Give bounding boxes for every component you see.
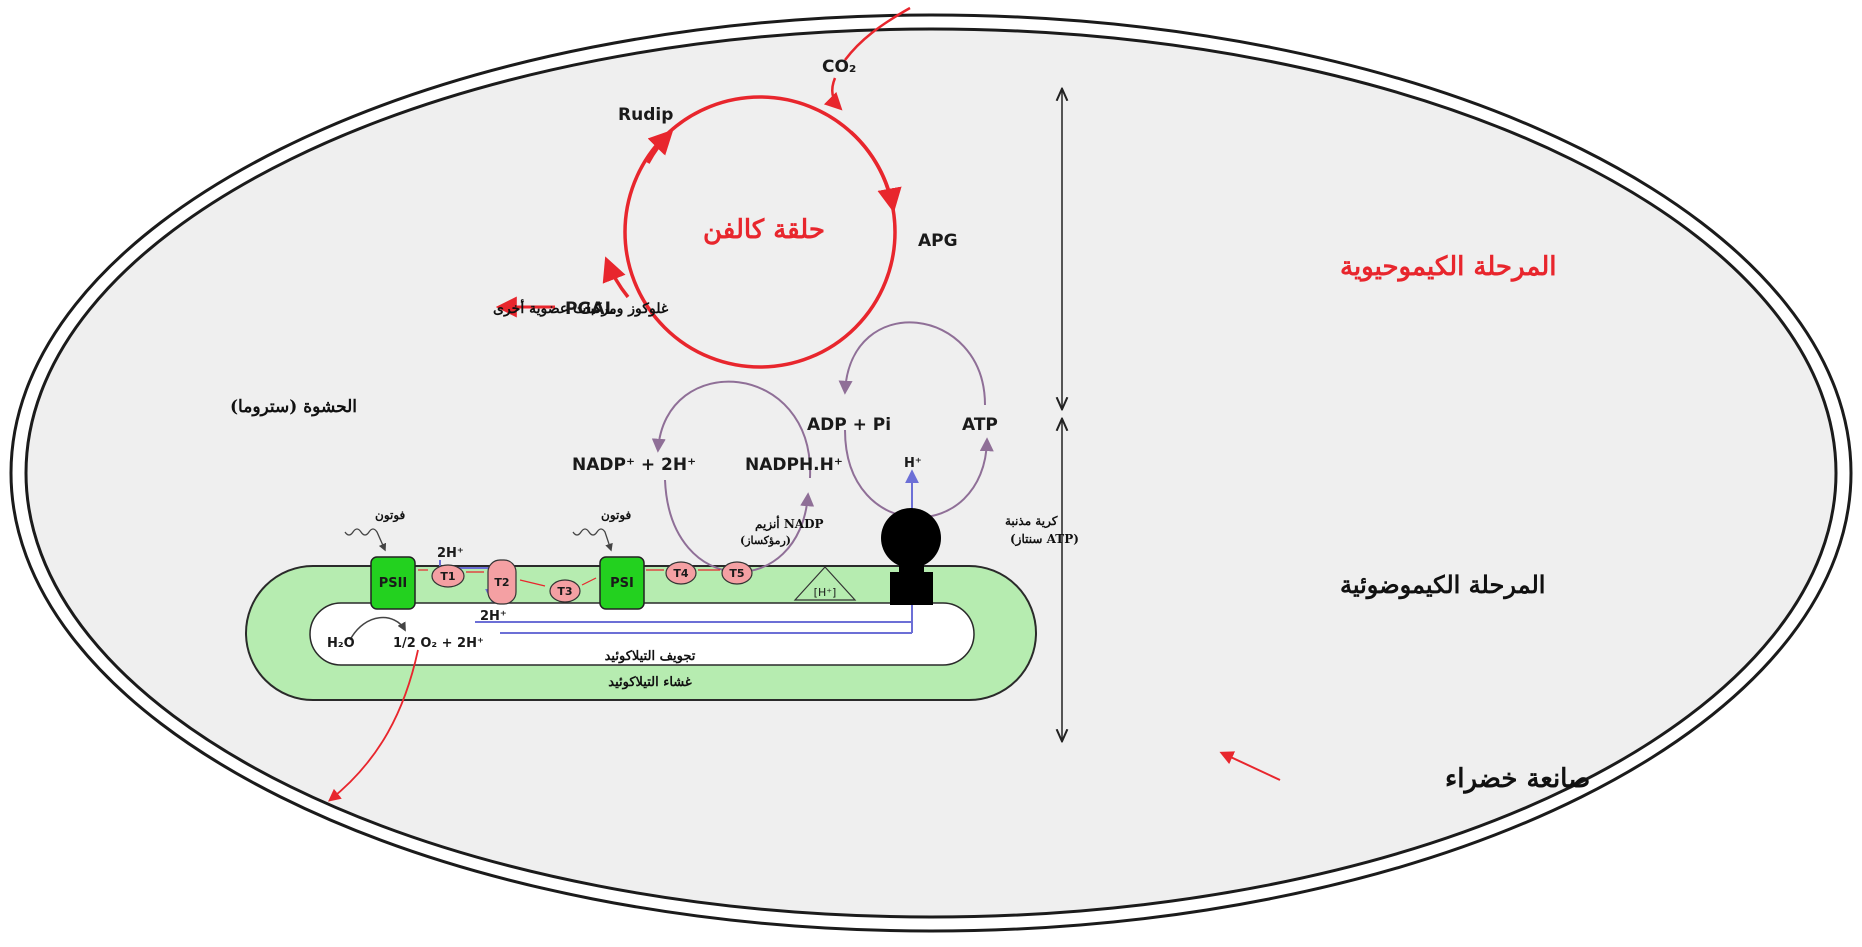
photon-label-psii: فوتون (375, 508, 406, 523)
calvin-arrow-from-pgal (602, 256, 630, 299)
atp-synthase-head (881, 508, 941, 568)
nadph-to-nadp-arc (651, 380, 812, 479)
chloroplast-label: صانعة خضراء (1445, 764, 1590, 794)
calvin-cycle-title: حلقة كالفن (703, 215, 825, 245)
calvin-arrow-to-rudip (646, 129, 674, 164)
o2-label: 1/2 O₂ + 2H⁺ (393, 636, 484, 651)
chloroplast-pointer (1219, 751, 1281, 781)
photochemical-phase-label: المرحلة الكيموضوئية (1340, 570, 1545, 600)
carrier-t2 (487, 559, 517, 605)
biochemical-phase-label: المرحلة الكيموحيوية (1340, 252, 1557, 282)
h2o-label: H₂O (327, 636, 355, 651)
h2plus-bottom-label: 2H⁺ (480, 609, 507, 624)
atp-synthase-base (890, 572, 933, 605)
photon-arrow-psi (572, 528, 613, 552)
co2-entry-line (844, 6, 911, 61)
adp-pi-label: ADP + Pi (807, 415, 891, 435)
nadp-enzyme-name: (رمؤكساز) (740, 534, 791, 547)
carrier-t4 (665, 561, 697, 585)
nadp-enzyme-label: NADP أنزيم (755, 516, 824, 532)
calvin-arrow-to-apg (849, 130, 902, 213)
atp-to-adp-arc (838, 321, 986, 406)
oxygen-release-arrow (328, 649, 419, 802)
nadp-plus-label: NADP⁺ + 2H⁺ (572, 455, 696, 475)
psi-label: PSI (610, 576, 634, 591)
psii-complex (370, 556, 416, 610)
electron-flow-dashes (418, 569, 720, 587)
atp-synthase-label-line2: (ATP سنتاز) (1010, 532, 1079, 547)
lumen-label: تجويف التيلاكوئيد (605, 649, 696, 664)
membrane-label: غشاء التيلاكوئيد (608, 675, 692, 690)
h-plus-label: H⁺ (904, 456, 922, 471)
pgal-products-label: غلوكوز ومركبات عضوية أخرى (493, 298, 669, 317)
t2-label: T2 (494, 576, 509, 589)
atp-label: ATP (962, 415, 998, 435)
photon-arrow-psii (344, 528, 387, 552)
t4-label: T4 (673, 567, 689, 580)
psii-label: PSII (379, 576, 408, 591)
stroma-label: الحشوة (ستروما) (230, 397, 357, 417)
carrier-t1 (431, 564, 465, 588)
t5-label: T5 (729, 567, 744, 580)
atp-synthase-label-line1: كرية مذنبة (1005, 514, 1058, 529)
carrier-t3 (549, 579, 581, 603)
h-triangle-label: [H⁺] (814, 586, 837, 599)
h2plus-top-label: 2H⁺ (437, 546, 464, 561)
pgal-label: PGAL (565, 299, 616, 319)
t1-label: T1 (440, 570, 455, 583)
photon-label-psi: فوتون (601, 508, 632, 523)
co2-label: CO₂ (822, 57, 856, 77)
rudip-label: Rudip (618, 105, 673, 125)
calvin-cycle-ring (623, 95, 897, 369)
apg-label: APG (918, 231, 958, 251)
water-split-arrow (349, 616, 406, 641)
co2-entry-arrow (823, 77, 843, 111)
carrier-t5 (721, 561, 753, 585)
psi-complex (599, 556, 645, 610)
nadph-label: NADPH.H⁺ (745, 455, 843, 475)
t3-label: T3 (557, 585, 572, 598)
proton-gradient-triangle (793, 566, 857, 601)
